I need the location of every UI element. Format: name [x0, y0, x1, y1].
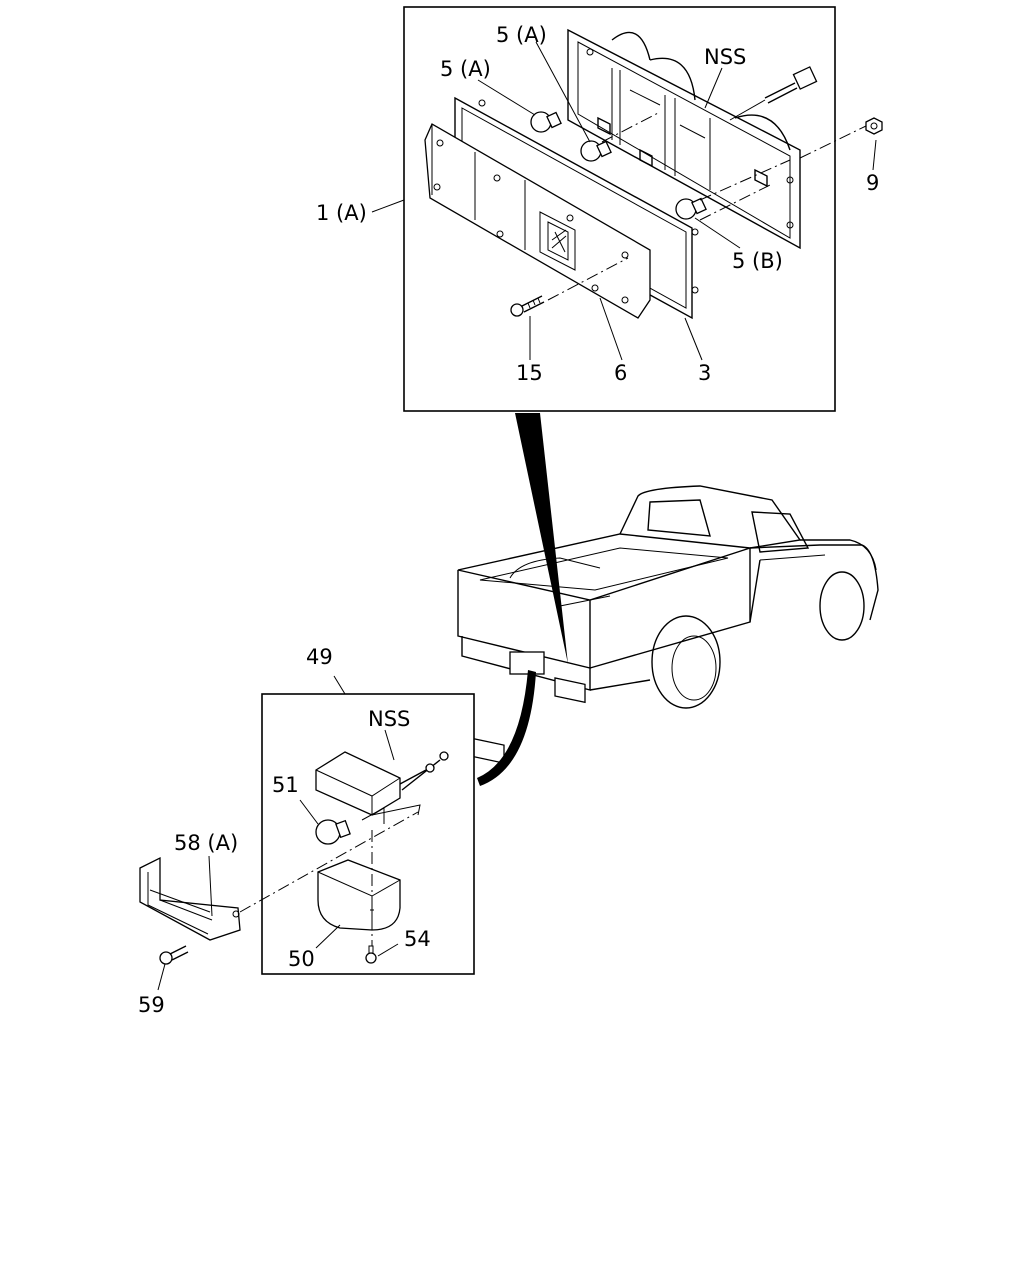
connector-nss-top	[729, 66, 818, 121]
screw-59: 59	[138, 945, 189, 1017]
callout-5a-top: 5 (A)	[496, 23, 547, 47]
nut-9	[865, 117, 883, 135]
leaders-top	[371, 41, 877, 361]
callout-1a: 1 (A)	[316, 201, 367, 225]
bulb-5a-top	[580, 140, 612, 162]
callout-3: 3	[698, 361, 711, 385]
lamp-lens	[424, 123, 651, 319]
callout-5a-left: 5 (A)	[440, 57, 491, 81]
bracket-58a: 58 (A)	[139, 831, 241, 941]
detail-pointer-top	[515, 413, 568, 664]
license-lamp-detail: 49 NSS 51 50 54	[239, 645, 475, 975]
license-lamp-body	[315, 751, 449, 824]
truck-license-lamp	[509, 651, 545, 675]
screw-15	[510, 295, 545, 317]
truck-right-lamp	[554, 677, 586, 704]
callout-59: 59	[138, 993, 165, 1017]
callout-nss-bottom: NSS	[368, 707, 410, 731]
callout-9: 9	[866, 171, 879, 195]
detail-pointer-bottom	[477, 670, 536, 786]
leaders-bottom	[299, 675, 399, 957]
callout-5b: 5 (B)	[732, 249, 783, 273]
callout-49: 49	[306, 645, 333, 669]
truck-left-lamp	[469, 737, 505, 764]
bulb-5a-left	[530, 111, 562, 133]
callout-50: 50	[288, 947, 315, 971]
bulb-51	[315, 819, 351, 845]
pickup-truck	[457, 485, 879, 764]
callout-nss-top: NSS	[704, 45, 746, 69]
callout-58a: 58 (A)	[174, 831, 238, 855]
callout-51: 51	[272, 773, 299, 797]
rear-lamp-detail: 1 (A) 5 (A) 5 (A) NSS 9 5 (B) 15 6 3	[316, 6, 883, 412]
callout-54: 54	[404, 927, 431, 951]
bulb-5b	[675, 197, 707, 220]
license-lamp-detail-frame	[261, 693, 475, 975]
callout-6: 6	[614, 361, 627, 385]
callout-15: 15	[516, 361, 543, 385]
